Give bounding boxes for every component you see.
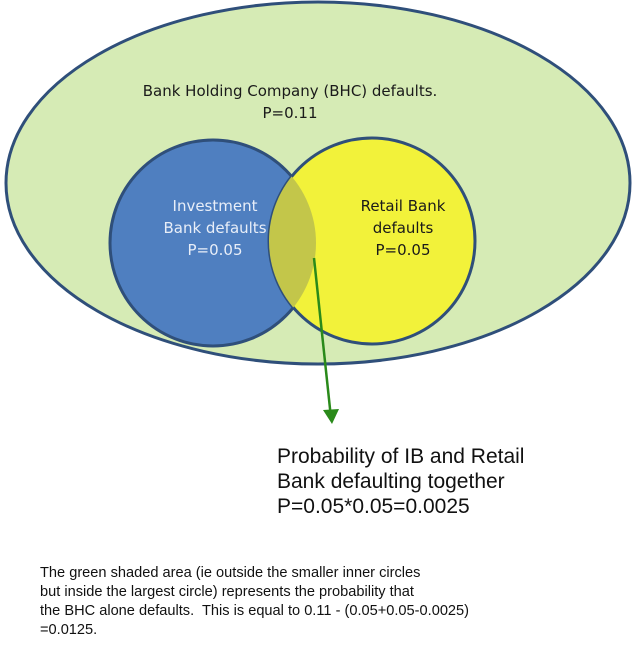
retail-label-2: defaults: [372, 219, 434, 237]
caption-formula: P=0.05*0.05=0.0025: [277, 495, 470, 518]
arrow-line: [312, 257, 333, 419]
retail-label-1: Retail Bank: [360, 197, 446, 215]
caption-line: Probability of IB and Retail: [277, 445, 525, 468]
caption-line: Bank defaulting together: [277, 470, 505, 493]
ib-label-1: Investment: [172, 197, 258, 215]
overlap-caption: Probability of IB and Retail Bank defaul…: [277, 444, 524, 519]
note-line: =0.0125.: [40, 622, 98, 638]
arrow-head-icon: [323, 409, 339, 424]
retail-prob: P=0.05: [375, 241, 431, 259]
explanation-note: The green shaded area (ie outside the sm…: [40, 564, 469, 640]
note-line: the BHC alone defaults. This is equal to…: [40, 603, 470, 619]
ib-prob: P=0.05: [187, 241, 243, 259]
ib-label-2: Bank defaults: [163, 219, 267, 237]
note-line: but inside the largest circle) represent…: [40, 584, 414, 600]
bhc-title: Bank Holding Company (BHC) defaults.: [142, 82, 438, 100]
note-line: The green shaded area (ie outside the sm…: [40, 565, 421, 581]
bhc-prob: P=0.11: [262, 104, 318, 122]
